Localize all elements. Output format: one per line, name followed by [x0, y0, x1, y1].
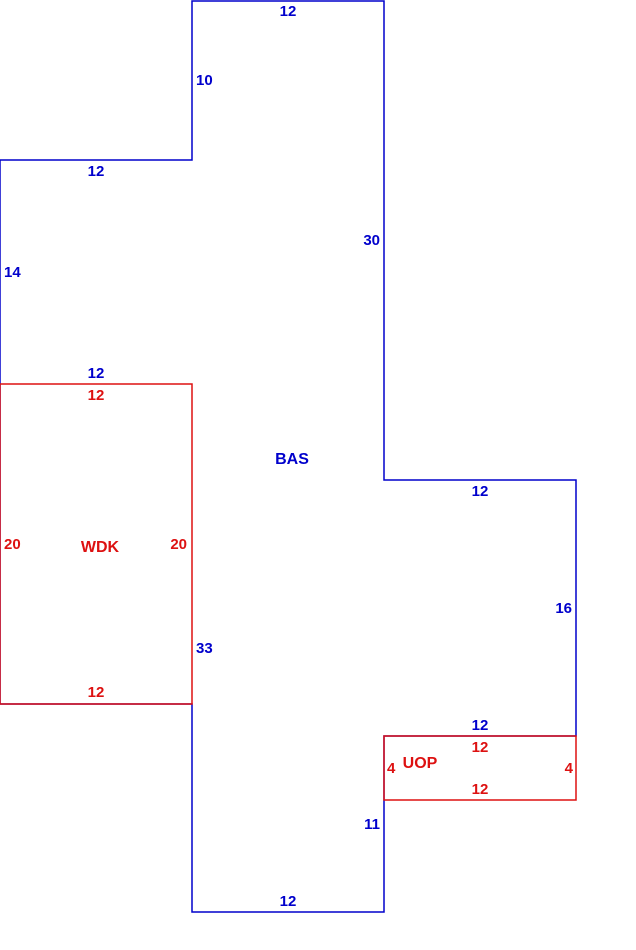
uop-outline	[383, 735, 577, 801]
bas-dim-wdk-top: 12	[88, 365, 105, 382]
wdk-outline	[0, 383, 193, 705]
bas-outline	[0, 0, 577, 913]
wdk-dim-bottom: 12	[88, 684, 105, 701]
uop-dim-left: 4	[387, 760, 396, 777]
bas-dim-uop-top: 12	[472, 717, 489, 734]
uop-dim-top: 12	[472, 739, 489, 756]
uop-area-label: UOP	[403, 755, 438, 772]
bas-dim-bottom: 12	[280, 893, 297, 910]
bas-dim-top: 12	[280, 3, 297, 20]
bas-dim-lower-right: 11	[364, 816, 380, 833]
wdk-dim-left: 20	[4, 536, 21, 553]
bas-area-label: BAS	[275, 451, 309, 468]
uop-dim-bottom: 12	[472, 781, 489, 798]
wdk-dim-right: 20	[170, 536, 187, 553]
bas-dim-right-step: 12	[472, 483, 489, 500]
bas-dim-right-lower: 16	[555, 600, 572, 617]
bas-dim-left: 14	[4, 264, 21, 281]
wdk-dim-top: 12	[88, 387, 105, 404]
bas-dim-tower-left: 10	[196, 72, 213, 89]
bas-dim-right-upper: 30	[363, 232, 380, 249]
uop-dim-right: 4	[565, 760, 574, 777]
wdk-area-label: WDK	[81, 539, 120, 556]
bas-dim-step-top: 12	[88, 163, 105, 180]
bas-dim-lower-left: 33	[196, 640, 213, 657]
